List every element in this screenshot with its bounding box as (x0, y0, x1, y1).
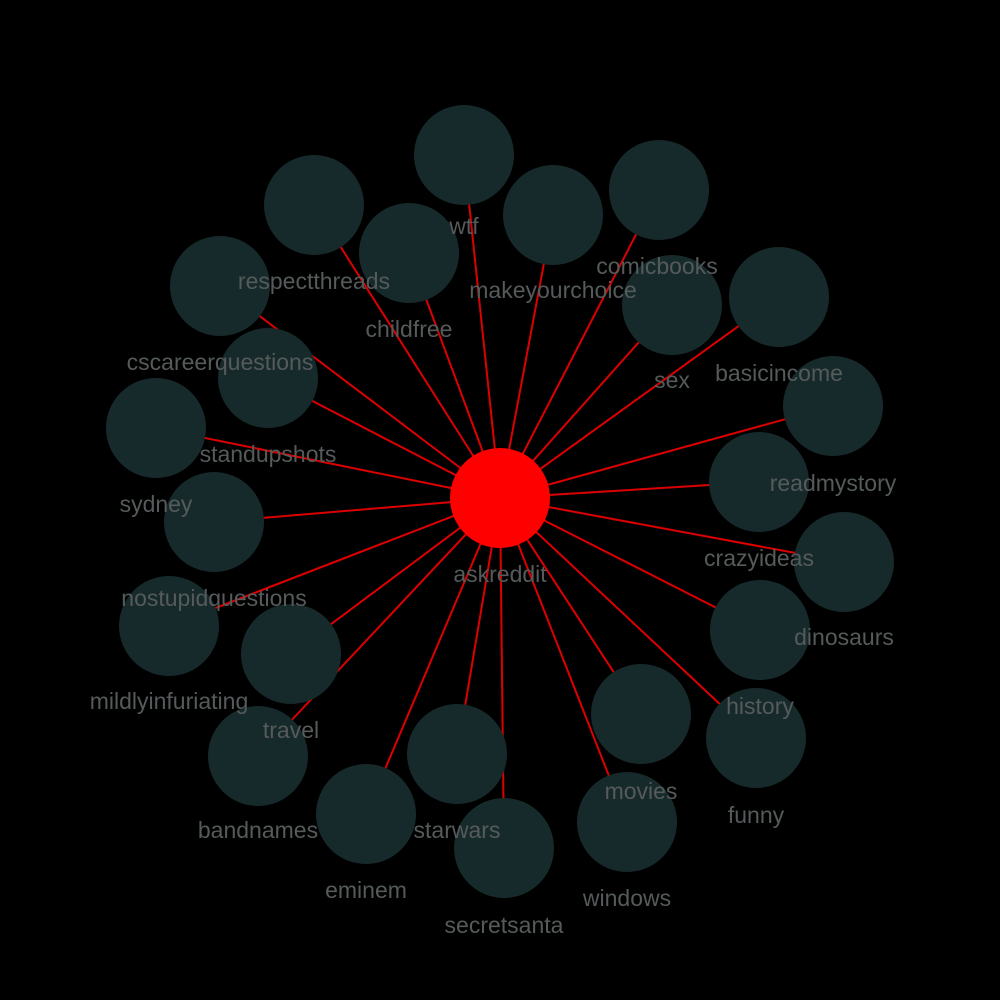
edge-basicincome (499, 296, 780, 499)
node-nostupidquestions[interactable] (164, 472, 264, 572)
node-label-windows: windows (582, 885, 671, 911)
node-bandnames[interactable] (208, 706, 308, 806)
center-node-layer (450, 448, 550, 548)
edge-wtf (463, 154, 501, 499)
node-dinosaurs[interactable] (794, 512, 894, 612)
edge-respectthreads (313, 204, 501, 499)
node-basicincome[interactable] (729, 247, 829, 347)
node-sex[interactable] (622, 255, 722, 355)
node-label-respectthreads: respectthreads (238, 268, 390, 294)
node-layer (106, 105, 894, 898)
edge-windows (499, 497, 628, 823)
node-label-nostupidquestions: nostupidquestions (121, 585, 306, 611)
edge-sydney (155, 427, 501, 499)
edge-comicbooks (499, 189, 660, 499)
node-label-sex: sex (654, 367, 690, 393)
node-respectthreads[interactable] (264, 155, 364, 255)
node-cscareerquestions[interactable] (170, 236, 270, 336)
edge-readmystory (499, 405, 834, 499)
center-node-label: askreddit (453, 561, 547, 587)
node-label-readmystory: readmystory (770, 470, 897, 496)
edge-secretsanta (499, 497, 505, 849)
node-label-movies: movies (605, 778, 678, 804)
node-label-eminem: eminem (325, 877, 407, 903)
node-label-basicincome: basicincome (715, 360, 843, 386)
node-travel[interactable] (241, 604, 341, 704)
node-label-childfree: childfree (366, 316, 453, 342)
node-label-wtf: wtf (448, 213, 479, 239)
node-label-dinosaurs: dinosaurs (794, 624, 894, 650)
node-label-secretsanta: secretsanta (445, 912, 564, 938)
node-readmystory[interactable] (783, 356, 883, 456)
node-label-standupshots: standupshots (200, 441, 337, 467)
node-label-travel: travel (263, 717, 319, 743)
node-mildlyinfuriating[interactable] (119, 576, 219, 676)
edge-cscareerquestions (219, 285, 501, 499)
node-childfree[interactable] (359, 203, 459, 303)
node-label-crazyideas: crazyideas (704, 545, 814, 571)
node-secretsanta[interactable] (454, 798, 554, 898)
edge-funny (499, 497, 757, 739)
edge-bandnames (257, 497, 501, 757)
edge-mildlyinfuriating (168, 497, 501, 627)
node-makeyourchoice[interactable] (503, 165, 603, 265)
node-label-history: history (726, 693, 794, 719)
node-label-sydney: sydney (120, 491, 193, 517)
center-node-askreddit[interactable] (450, 448, 550, 548)
edge-eminem (365, 497, 501, 815)
node-label-comicbooks: comicbooks (596, 253, 717, 279)
node-history[interactable] (710, 580, 810, 680)
node-label-bandnames: bandnames (198, 817, 318, 843)
node-funny[interactable] (706, 688, 806, 788)
node-label-mildlyinfuriating: mildlyinfuriating (90, 688, 249, 714)
edge-dinosaurs (499, 497, 845, 563)
node-movies[interactable] (591, 664, 691, 764)
node-label-cscareerquestions: cscareerquestions (127, 349, 314, 375)
node-crazyideas[interactable] (709, 432, 809, 532)
node-standupshots[interactable] (218, 328, 318, 428)
node-windows[interactable] (577, 772, 677, 872)
node-eminem[interactable] (316, 764, 416, 864)
node-label-makeyourchoice: makeyourchoice (469, 277, 636, 303)
node-label-starwars: starwars (414, 817, 501, 843)
node-sydney[interactable] (106, 378, 206, 478)
node-label-funny: funny (728, 802, 785, 828)
node-starwars[interactable] (407, 704, 507, 804)
node-wtf[interactable] (414, 105, 514, 205)
node-comicbooks[interactable] (609, 140, 709, 240)
